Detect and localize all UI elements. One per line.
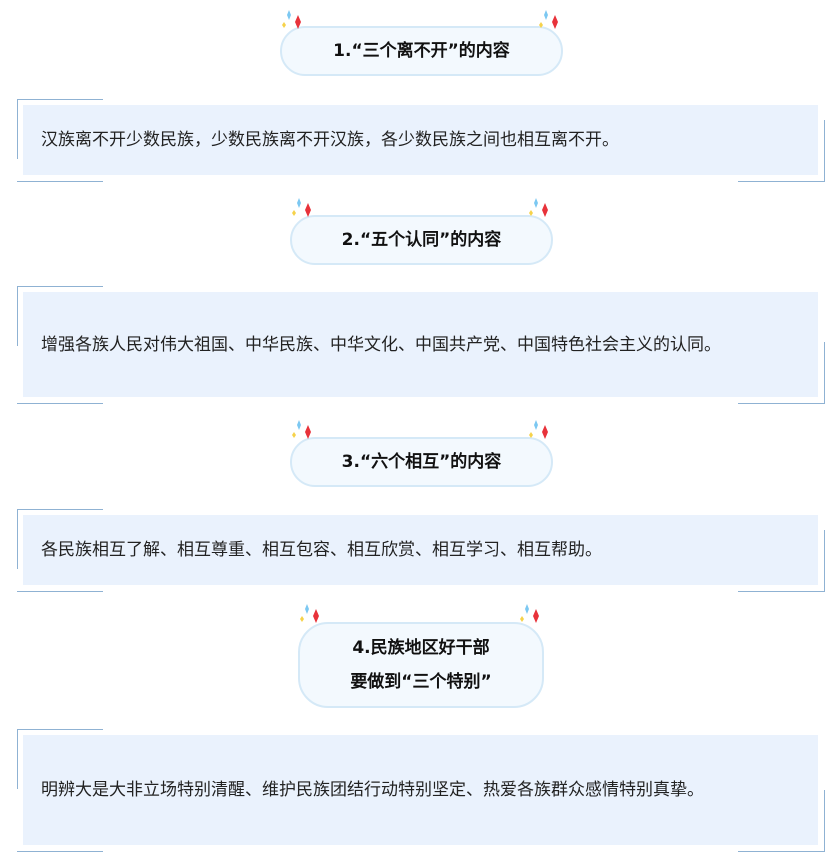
bracket-line (17, 403, 103, 404)
section-body-3: 各民族相互了解、相互尊重、相互包容、相互欣赏、相互学习、相互帮助。 (23, 515, 818, 585)
bracket-line (824, 530, 825, 592)
section-body-4: 明辨大是大非立场特别清醒、维护民族团结行动特别坚定、热爱各族群众感情特别真挚。 (23, 735, 818, 845)
bracket-line (17, 286, 103, 287)
section-title-text: 3.“六个相互”的内容 (341, 452, 502, 472)
bracket-line (17, 181, 103, 182)
section-body-1: 汉族离不开少数民族，少数民族离不开汉族，各少数民族之间也相互离不开。 (23, 105, 818, 175)
section-title-line: 4.民族地区好干部 (352, 638, 490, 658)
section-title-text: 2.“五个认同”的内容 (341, 230, 502, 250)
bracket-line (738, 851, 825, 852)
bracket-line (738, 403, 825, 404)
bracket-line (17, 729, 18, 789)
bracket-line (17, 99, 18, 159)
section-body-2: 增强各族人民对伟大祖国、中华民族、中华文化、中国共产党、中国特色社会主义的认同。 (23, 292, 818, 397)
section-title-4: 4.民族地区好干部 要做到“三个特别” (298, 622, 544, 708)
bracket-line (17, 729, 103, 730)
bracket-line (17, 591, 103, 592)
sparkle-icon (292, 198, 311, 217)
sparkle-icon (539, 10, 558, 29)
section-body-text: 汉族离不开少数民族，少数民族离不开汉族，各少数民族之间也相互离不开。 (41, 130, 619, 150)
bracket-line (17, 509, 18, 569)
bracket-line (17, 99, 103, 100)
sparkle-icon (529, 420, 548, 439)
bracket-line (17, 286, 18, 346)
sparkle-icon (292, 420, 311, 439)
section-title-1: 1.“三个离不开”的内容 (280, 26, 563, 76)
section-body-text: 各民族相互了解、相互尊重、相互包容、相互欣赏、相互学习、相互帮助。 (41, 540, 602, 560)
bracket-line (17, 851, 103, 852)
bracket-line (824, 120, 825, 182)
bracket-line (738, 181, 825, 182)
section-title-text: 1.“三个离不开”的内容 (333, 41, 510, 61)
section-title-3: 3.“六个相互”的内容 (290, 437, 553, 487)
bracket-line (824, 790, 825, 852)
section-body-text: 明辨大是大非立场特别清醒、维护民族团结行动特别坚定、热爱各族群众感情特别真挚。 (41, 780, 704, 800)
section-title-2: 2.“五个认同”的内容 (290, 215, 553, 265)
bracket-line (824, 342, 825, 404)
bracket-line (17, 509, 103, 510)
bracket-line (738, 591, 825, 592)
sparkle-icon (300, 604, 319, 623)
section-title-line: 要做到“三个特别” (350, 672, 492, 692)
sparkle-icon (282, 10, 301, 29)
sparkle-icon (520, 604, 539, 623)
sparkle-icon (529, 198, 548, 217)
section-body-text: 增强各族人民对伟大祖国、中华民族、中华文化、中国共产党、中国特色社会主义的认同。 (41, 334, 721, 355)
